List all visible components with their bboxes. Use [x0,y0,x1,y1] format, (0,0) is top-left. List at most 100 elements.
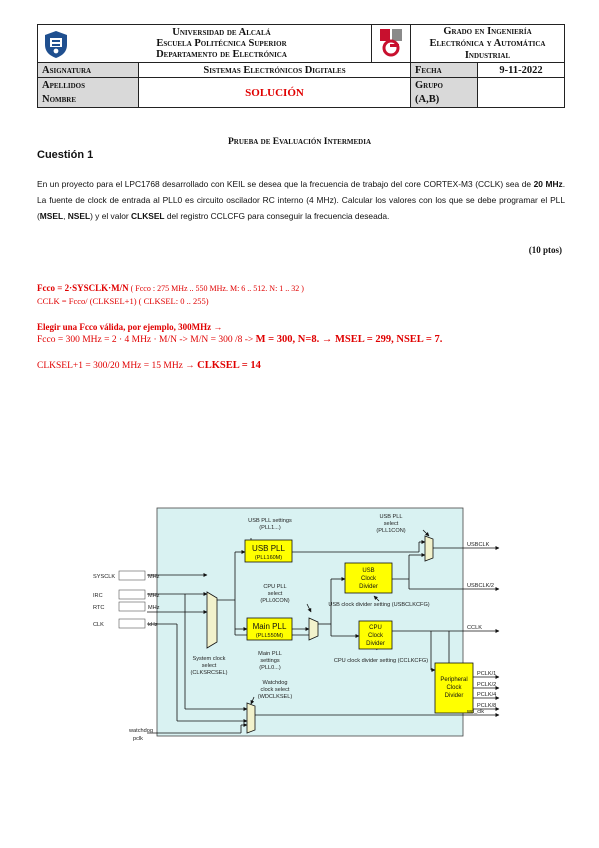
grupo-label: Grupo [415,79,443,91]
cpu-pll-select-l2: select [268,591,283,597]
usb-clock-divider-block [344,562,393,594]
input-clk: CLK [93,622,104,628]
usb-pll-select-l2: select [384,521,399,527]
main-pll-label: Main PLL [253,622,287,631]
output-pclk-2: PCLK/2 [477,682,496,688]
solution-line-1: Fcco = 2·SYSCLK·M/N ( Fcco : 275 MHz .. … [37,283,304,293]
peripheral-divider-l1: Peripheral [440,677,467,683]
asignatura-label: Asignatura [37,62,139,78]
output-pclk-4: PCLK/4 [477,692,496,698]
asignatura-value: Sistemas Electrónicos Digitales [138,62,411,78]
peripheral-divider-l3: Divider [445,693,464,699]
cpu-divider-l1: CPU [369,625,382,631]
input-sysclk: SYSCLK [93,574,115,580]
input-unit-sysclk: MHz [148,574,160,580]
main-pll-settings-l1: Main PLL [258,651,282,657]
usb-pll-block [244,539,293,563]
main-pll-settings-l2: settings [260,658,279,664]
apellidos-label: Apellidos [42,79,85,91]
cpu-divider-l2: Clock [368,633,384,639]
student-value: SOLUCIÓN [138,77,411,108]
input-unit-irc: MHz [148,593,160,599]
institution-cell: Universidad de Alcalá Escuela Politécnic… [37,24,372,63]
usb-pll-select-l1: USB PLL [379,514,402,520]
watchdog-select-l1: Watchdog [263,680,288,686]
input-irc: IRC [93,593,103,599]
usb-divider-l3: Divider [359,584,378,590]
solution-line-4: Fcco = 300 MHz = 2 · 4 MHz · M/N -> M/N … [37,334,442,345]
school-logo-icon [380,29,402,57]
system-clock-mux [206,591,218,649]
usb-divider-setting: USB clock divider setting (USBCLKCFG) [328,602,429,608]
system-clock-select-l2: select [202,663,217,669]
nombre-label: Nombre [42,93,77,105]
grupo-cell: Grupo (A,B) [410,77,478,108]
usb-pll-settings-l2: (PLL1...) [259,525,281,531]
solution-line-2: CCLK = Fcco/ (CLKSEL+1) ( CLKSEL: 0 .. 2… [37,296,209,306]
solution-formula-fcco: Fcco = 2·SYSCLK·M/N [37,283,129,293]
peripheral-divider-l2: Clock [446,685,462,691]
solution-line-5-calc: CLKSEL+1 = 300/20 MHz = 15 MHz → [37,361,198,371]
input-boxes [118,570,146,629]
question-text-bold4: CLKSEL [131,211,165,221]
cpu-pll-select-l1: CPU PLL [263,584,286,590]
usb-pll-mux [424,535,434,562]
fecha-label: Fecha [410,62,478,78]
clock-generation-diagram: SYSCLK IRC RTC CLK MHz MHz MHz kHz USB P… [93,507,500,742]
school-logo-cell [371,24,411,63]
cpu-clock-divider-block [358,620,393,650]
question-text-part2: . La fuente de clock de entrada al PLL0 … [37,179,566,221]
cpu-divider-setting: CPU clock divider setting (CCLKCFG) [334,658,428,664]
input-unit-clk: kHz [148,622,158,628]
question-text-bold1: 20 MHz [533,179,563,189]
question-text-part1: En un proyecto para el LPC1768 desarroll… [37,179,534,189]
question-text-part5: del registro CCLCFG para conseguir la fr… [164,211,390,221]
watchdog-pclk-l2: pclk [133,736,143,742]
solution-line-3: Elegir una Fcco válida, por ejemplo, 300… [37,322,223,332]
usb-divider-l1: USB [362,568,374,574]
usb-pll-sub: (PLL160M) [255,555,282,561]
output-pclk-1: PCLK/1 [477,671,496,677]
question-text: En un proyecto para el LPC1768 desarroll… [37,176,565,224]
usb-pll-select-l3: (PLL1CON) [376,528,405,534]
system-clock-select-l3: (CLKSRCSEL) [191,670,228,676]
output-pclk-8: PCLK/8 [477,703,496,709]
university-name: Universidad de Alcalá [172,27,271,38]
usb-pll-settings-l1: USB PLL settings [248,518,292,524]
solution-line-4-calc: Fcco = 300 MHz = 2 · 4 MHz · M/N -> M/N … [37,335,256,345]
question-text-bold3: NSEL [67,211,91,221]
output-usbclk: USBCLK [467,542,490,548]
output-cclk: CCLK [467,625,482,631]
cpu-pll-mux [308,617,319,641]
solution-fcco-range: ( Fcco : 275 MHz .. 550 MHz. M: 6 .. 512… [128,284,304,293]
input-rtc: RTC [93,605,104,611]
question-text-part3: , [63,211,68,221]
degree-line2: Industrial [464,49,511,61]
degree-cell: Grado en Ingeniería Electrónica y Automá… [410,24,565,63]
watchdog-mux [246,702,256,734]
department-name: Departamento de Electrónica [156,49,287,60]
solution-line-5: CLKSEL+1 = 300/20 MHz = 15 MHz → CLKSEL … [37,360,261,371]
watchdog-pclk-l1: watchdog [128,728,153,734]
watchdog-select-l2: clock select [261,687,290,693]
student-name-labels: Apellidos Nombre [37,77,139,108]
question-title: Cuestión 1 [37,149,94,161]
question-text-bold2: MSEL [39,211,64,221]
fecha-value: 9-11-2022 [477,62,565,78]
output-usbclk-2: USBCLK/2 [467,583,494,589]
main-pll-sub: (PLL550M) [256,633,283,639]
system-clock-select-l1: System clock [193,656,226,662]
usb-pll-label: USB PLL [252,544,285,553]
question-text-part4: ) y el valor [90,211,132,221]
solution-line-4-result: M = 300, N=8. → MSEL = 299, NSEL = 7. [255,334,443,345]
school-name: Escuela Politécnica Superior [156,38,287,49]
points-label: (10 ptos) [528,245,562,255]
main-pll-block [246,617,293,641]
solution-line-5-result: CLKSEL = 14 [197,360,261,371]
cpu-pll-select-l3: (PLL0CON) [260,598,289,604]
exam-title: Prueba de Evaluación Intermedia [227,137,371,147]
grupo-value: (A,B) [415,93,440,105]
peripheral-clock-divider-block [434,662,474,714]
watchdog-select-l3: (WDCLKSEL) [258,694,293,700]
usb-divider-l2: Clock [361,576,377,582]
